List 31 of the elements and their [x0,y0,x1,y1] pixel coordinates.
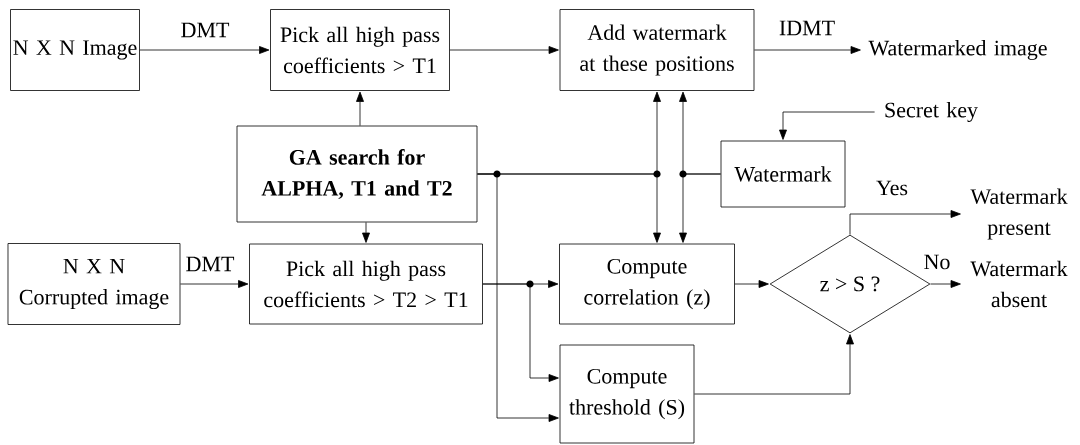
arrow [482,283,559,382]
process-box: Watermark [720,140,846,208]
process-box: Add watermark at these positions [559,9,755,91]
process-box: Pick all high pass coefficients > T1 [270,9,450,91]
edge-label: IDMT [777,19,837,37]
edge-label: Yes [875,179,909,197]
output-label: Watermark present [970,188,1068,240]
arrow [679,173,721,243]
process-box: Pick all high pass coefficients > T2 > T1 [249,243,483,325]
arrow [180,280,249,288]
output-label: Watermarked image [868,40,1047,60]
arrow [779,111,875,140]
arrow [356,91,364,126]
arrow [930,280,961,288]
arrow [362,222,370,243]
arrow [849,210,961,235]
edge-label: DMT [179,21,231,39]
process-box: N X N Corrupted image [7,243,181,325]
process-box: Compute correlation (z) [559,243,735,325]
output-label: Watermark absent [970,260,1068,308]
arrow [734,280,769,288]
input-label: Secret key [885,102,978,122]
arrow [477,173,559,422]
process-box: Compute threshold (S) [559,344,695,444]
process-box: N X N Image [10,9,140,91]
process-box: GA search for ALPHA, T1 and T2 [236,125,478,223]
edge-label: DMT [184,255,236,273]
arrow [139,46,270,54]
arrow [754,46,861,54]
arrow [449,46,559,54]
arrow [694,334,854,395]
